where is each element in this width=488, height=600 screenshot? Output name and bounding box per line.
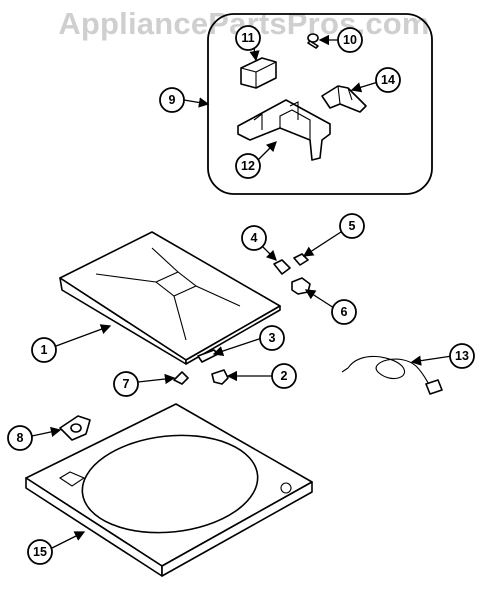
svg-text:11: 11 [241,31,254,45]
leader-15 [51,531,86,549]
svg-text:14: 14 [381,73,395,87]
leader-12 [257,141,277,161]
callout-12: 12 [235,153,261,179]
callout-6: 6 [331,299,357,325]
svg-text:9: 9 [169,93,176,107]
leader-6 [304,289,335,309]
callout-7: 7 [113,371,139,397]
svg-text:3: 3 [269,331,276,345]
svg-text:5: 5 [349,219,356,233]
callout-11: 11 [235,25,261,51]
part-7-bumper [173,371,189,385]
leader-13 [410,355,453,366]
callout-5: 5 [339,213,365,239]
leader-1 [55,324,112,347]
callout-2: 2 [271,363,297,389]
svg-text:7: 7 [123,377,130,391]
part-12-bracket [237,99,331,161]
svg-text:13: 13 [455,349,469,363]
leader-3 [212,337,263,357]
svg-text:10: 10 [343,33,357,47]
callout-13: 13 [449,343,475,369]
callout-14: 14 [375,67,401,93]
part-8-dispenser [59,415,91,441]
svg-text:12: 12 [241,159,255,173]
part-2-striker [211,369,229,385]
svg-text:4: 4 [251,231,258,245]
svg-text:2: 2 [281,369,288,383]
leader-11 [249,47,260,62]
callout-10: 10 [337,27,363,53]
callout-8: 8 [7,425,33,451]
part-11-switch [240,57,277,89]
svg-text:15: 15 [33,545,47,559]
part-10-screw [307,33,319,49]
leader-14 [350,81,379,93]
svg-text:1: 1 [41,343,48,357]
part-15-top-panel [25,403,313,577]
part-1-lid [59,231,281,365]
callout-1: 1 [31,337,57,363]
svg-text:6: 6 [341,305,348,319]
svg-text:8: 8 [17,431,24,445]
callout-15: 15 [27,539,53,565]
part-4-hinge [273,259,291,275]
part-13-cord [341,355,443,395]
leader-7 [137,373,176,385]
leader-4 [261,245,277,261]
leader-9 [183,97,210,108]
callout-3: 3 [259,325,285,351]
part-5-screw [293,253,309,266]
part-14-lever [321,85,367,113]
callout-9: 9 [159,87,185,113]
callout-4: 4 [241,225,267,251]
leader-8 [31,426,62,437]
leader-5 [302,229,345,257]
